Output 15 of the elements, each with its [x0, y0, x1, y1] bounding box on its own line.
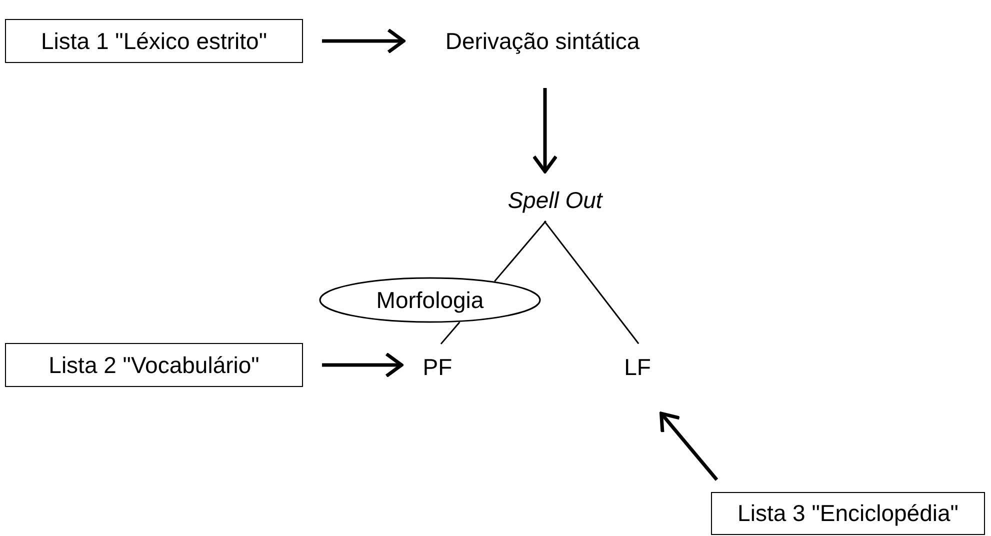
- arrow: [532, 88, 558, 174]
- connector-line: [440, 322, 460, 344]
- arrow: [322, 28, 406, 54]
- list-box: Lista 1 "Léxico estrito": [5, 19, 303, 63]
- ellipse-node: Morfologia: [319, 277, 541, 323]
- stage-label: PF: [415, 350, 460, 384]
- arrow: [660, 412, 718, 481]
- stage-label: LF: [615, 350, 660, 384]
- arrow: [322, 352, 404, 378]
- stage-label: Derivação sintática: [420, 22, 665, 60]
- list-box: Lista 3 "Enciclopédia": [711, 492, 985, 535]
- stage-label: Spell Out: [495, 182, 615, 218]
- list-box: Lista 2 "Vocabulário": [5, 343, 303, 387]
- connector-line: [494, 220, 546, 282]
- connector-line: [544, 220, 640, 344]
